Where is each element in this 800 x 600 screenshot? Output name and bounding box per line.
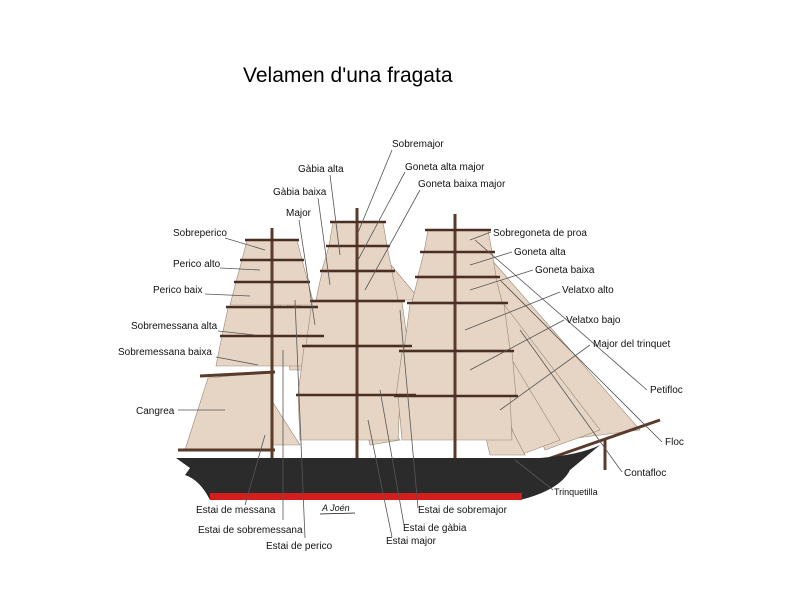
- label-major: Major: [286, 208, 312, 219]
- label-goneta-baixa: Goneta baixa: [535, 265, 595, 276]
- leader-lines: [178, 149, 663, 539]
- label-estai-de-perico: Estai de perico: [266, 541, 333, 552]
- label-major-del-trinquet: Major del trinquet: [593, 339, 670, 350]
- label-floc: Floc: [665, 437, 684, 448]
- masts: [178, 208, 661, 470]
- label-estai-de-messana: Estai de messana: [196, 505, 276, 516]
- label-sobremessana-alta: Sobremessana alta: [131, 321, 218, 332]
- label-goneta-baixa-major: Goneta baixa major: [418, 179, 506, 190]
- label-goneta-alta: Goneta alta: [514, 247, 566, 258]
- label-sobregoneta-de-proa: Sobregoneta de proa: [493, 228, 587, 239]
- label-sobremajor: Sobremajor: [392, 139, 444, 150]
- label-sobremessana-baixa: Sobremessana baixa: [118, 347, 212, 358]
- label-petifloc: Petifloc: [650, 385, 683, 396]
- label-perico-alto: Perico alto: [173, 259, 221, 270]
- label-velatxo-alto: Velatxo alto: [562, 285, 614, 296]
- spanker-sail: [184, 371, 273, 451]
- label-estai-de-gabia: Estai de gàbia: [403, 523, 467, 534]
- label-trinquetilla: Trinquetilla: [554, 487, 598, 497]
- label-gabia-alta: Gàbia alta: [298, 164, 344, 175]
- label-contafloc: Contafloc: [624, 468, 666, 479]
- label-estai-major: Estai major: [386, 536, 437, 547]
- artist-signature: A Joén: [321, 503, 350, 513]
- hull: [176, 445, 600, 500]
- label-velatxo-bajo: Velatxo bajo: [566, 315, 621, 326]
- label-perico-baix: Perico baix: [153, 285, 202, 296]
- label-sobreperico: Sobreperico: [173, 228, 227, 239]
- diagram-title: Velamen d'una fragata: [243, 64, 453, 87]
- label-estai-de-sobremessana: Estai de sobremessana: [198, 525, 303, 536]
- label-cangrea: Cangrea: [136, 406, 175, 417]
- label-goneta-alta-major: Goneta alta major: [405, 162, 485, 173]
- sail-labels: Sobremajor Gàbia alta Goneta alta major …: [118, 139, 684, 552]
- label-estai-de-sobremajor: Estai de sobremajor: [418, 505, 508, 516]
- label-gabia-baixa: Gàbia baixa: [273, 187, 327, 198]
